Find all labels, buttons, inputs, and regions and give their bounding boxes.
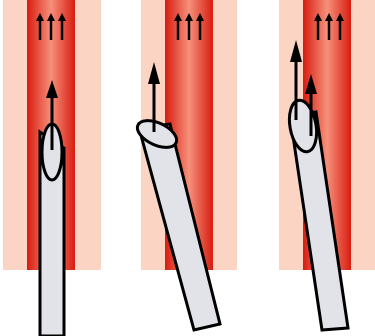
panel-3 [279,0,375,330]
needle [40,124,64,336]
panel-1 [3,0,101,336]
panel-2 [133,0,237,330]
blood-flow-arrows [36,13,66,40]
blood-flow-arrows [314,13,344,40]
blood-flow-arrows [174,13,204,40]
